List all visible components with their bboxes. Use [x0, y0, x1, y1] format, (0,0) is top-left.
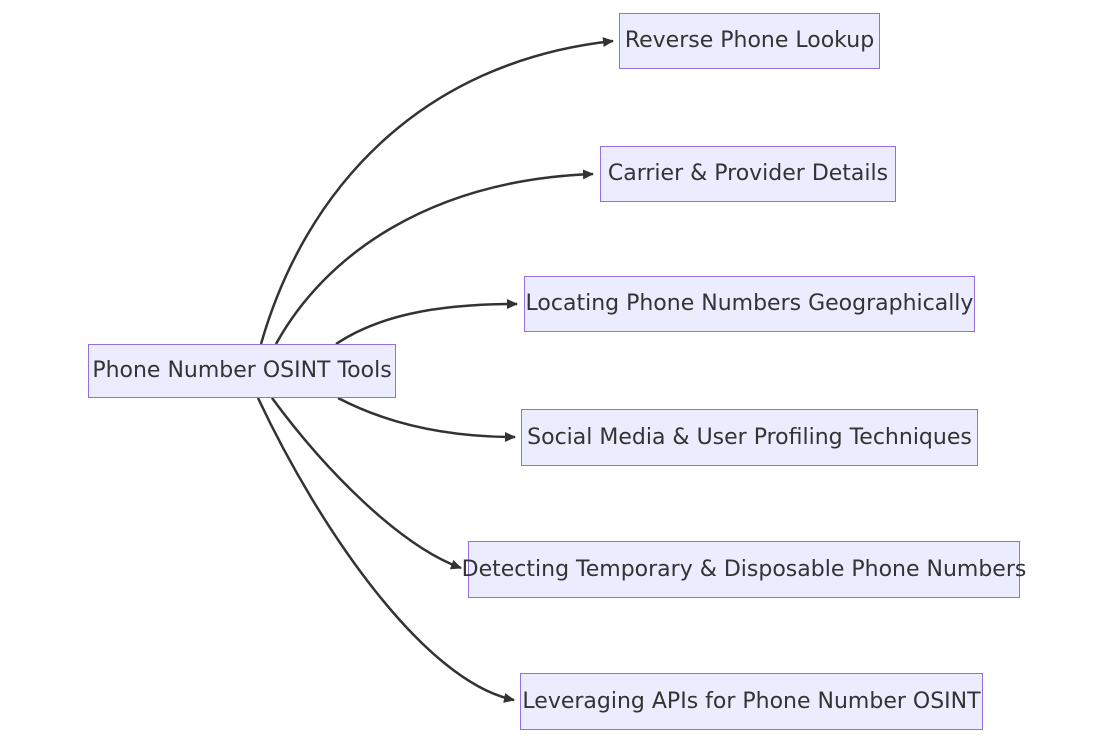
node-social-media-profiling: Social Media & User Profiling Techniques — [521, 409, 978, 466]
node-leveraging-apis-label: Leveraging APIs for Phone Number OSINT — [522, 688, 981, 714]
edge-root-to-reverse-phone-lookup — [259, 37, 614, 345]
node-locating-phone-numbers-label: Locating Phone Numbers Geographically — [525, 291, 974, 317]
edge-root-to-carrier-provider-details — [274, 169, 594, 345]
node-reverse-phone-lookup-label: Reverse Phone Lookup — [624, 28, 875, 54]
node-phone-number-osint-tools: Phone Number OSINT Tools — [88, 344, 396, 398]
node-detecting-temporary-numbers: Detecting Temporary & Disposable Phone N… — [462, 541, 1026, 598]
edge-root-to-social-media-profiling — [337, 396, 516, 442]
node-locating-phone-numbers: Locating Phone Numbers Geographically — [524, 276, 975, 332]
node-detecting-temporary-numbers-label: Detecting Temporary & Disposable Phone N… — [461, 556, 1027, 582]
node-leveraging-apis: Leveraging APIs for Phone Number OSINT — [520, 673, 983, 730]
node-carrier-provider-details-label: Carrier & Provider Details — [607, 161, 889, 187]
node-carrier-provider-details: Carrier & Provider Details — [600, 146, 896, 202]
edge-root-to-detecting-temporary-numbers — [270, 397, 462, 570]
node-phone-number-osint-tools-label: Phone Number OSINT Tools — [92, 358, 392, 384]
edge-root-to-locating-phone-numbers — [335, 299, 518, 346]
node-reverse-phone-lookup: Reverse Phone Lookup — [619, 13, 880, 69]
edge-root-to-leveraging-apis — [256, 397, 515, 703]
node-social-media-profiling-label: Social Media & User Profiling Techniques — [527, 424, 972, 450]
